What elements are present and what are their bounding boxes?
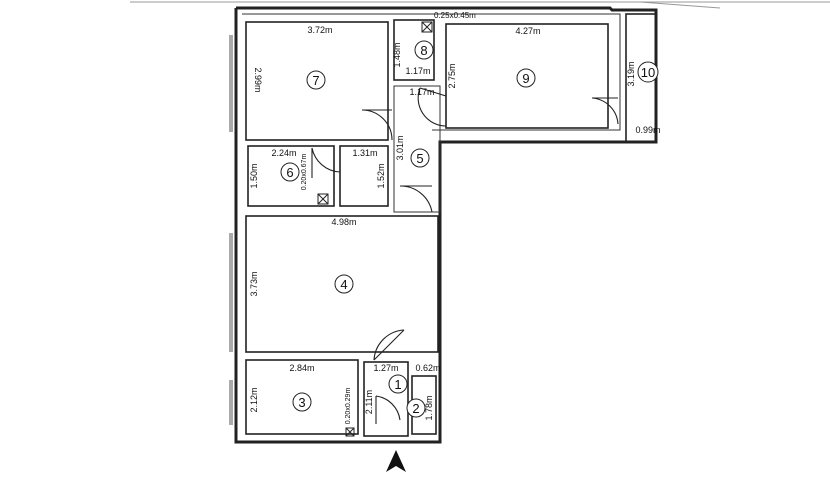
dim-room3-height: 2.12m [249, 387, 259, 412]
dim-room5-height: 3.01m [395, 135, 405, 160]
dim-shaft-8: 0.25x0.45m [434, 11, 476, 20]
room-label-10: 10 [641, 65, 655, 80]
room-7 [245, 21, 389, 141]
dim-room2-width: 0.62m [415, 363, 440, 373]
room-6-closet [339, 145, 389, 207]
room-3 [245, 359, 359, 435]
room-label-7: 7 [312, 73, 319, 88]
dim-room3-width: 2.84m [289, 363, 314, 373]
dim-room1-height: 2.11m [364, 390, 374, 414]
room-6 [247, 145, 335, 207]
dim-room7-height: 2.99m [253, 67, 263, 92]
dim-room6-height: 1.50m [249, 163, 259, 188]
window-marks [229, 35, 233, 425]
dim-room6-closet-width: 1.31m [352, 148, 377, 158]
room-4 [245, 215, 439, 353]
dim-room2-height: 1.78m [424, 395, 434, 420]
room-label-8: 8 [420, 43, 427, 58]
room-labels: 7 8 9 10 6 5 4 3 1 2 [280, 40, 659, 418]
dim-room6-closet-height: 1.52m [376, 163, 386, 188]
room-label-2: 2 [412, 401, 419, 416]
dim-room1-width: 1.27m [373, 363, 398, 373]
room-label-3: 3 [298, 395, 305, 410]
room-5 [393, 85, 441, 213]
dim-room7-width: 3.72m [307, 25, 332, 35]
room-8 [393, 19, 435, 81]
outer-wall-inner [242, 13, 621, 131]
room-label-9: 9 [522, 71, 529, 86]
dim-room4-height: 3.73m [249, 271, 259, 296]
dim-room9-width: 4.27m [515, 26, 540, 36]
dim-hall-1-17: 1.17m [409, 87, 434, 97]
room-label-4: 4 [340, 277, 347, 292]
dim-room10-height: 3.19m [626, 61, 636, 86]
shaft-icons [317, 21, 433, 437]
room-label-1: 1 [394, 377, 401, 392]
entrance-arrow-icon [386, 450, 406, 472]
dim-shaft-3: 0.20x0.29m [345, 388, 352, 425]
room-label-5: 5 [416, 151, 423, 166]
room-9 [445, 23, 609, 129]
dimension-labels: 3.72m 2.99m 0.25x0.45m 1.48m 1.17m 1.17m… [249, 11, 661, 424]
dim-room9-height: 2.75m [447, 63, 457, 88]
room-1 [363, 361, 409, 437]
dim-shaft-6: 0.20x0.67m [301, 154, 308, 191]
dim-room4-width: 4.98m [331, 217, 356, 227]
dim-room8-height: 1.48m [392, 42, 402, 67]
dim-room10-width: 0.99m [635, 125, 660, 135]
top-border-tick [639, 1, 721, 9]
dim-room8-width: 1.17m [405, 66, 430, 76]
dim-room6-width: 2.24m [271, 148, 296, 158]
room-label-6: 6 [286, 165, 293, 180]
